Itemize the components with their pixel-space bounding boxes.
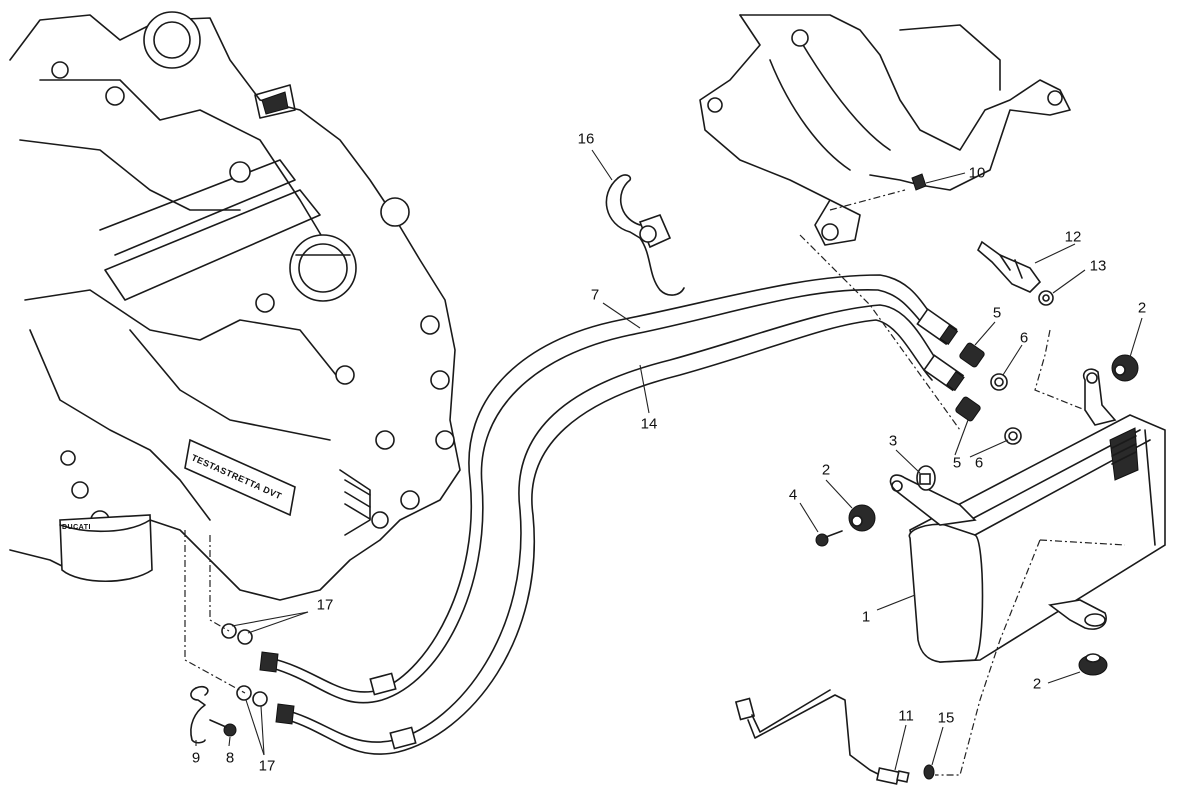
part-12-sensor bbox=[977, 240, 1054, 306]
callout-5: 5 bbox=[992, 304, 1002, 322]
callout-11: 11 bbox=[898, 707, 914, 725]
oil-hoses bbox=[259, 274, 965, 755]
callout-17: 17 bbox=[316, 596, 334, 614]
callout-16: 16 bbox=[577, 130, 595, 148]
callout-2: 2 bbox=[821, 461, 831, 479]
guide-line bbox=[1034, 329, 1086, 411]
callout-8: 8 bbox=[225, 749, 235, 767]
guide-line bbox=[829, 189, 906, 211]
callout-2: 2 bbox=[1032, 675, 1042, 693]
callout-15: 15 bbox=[937, 709, 955, 727]
callout-12: 12 bbox=[1064, 228, 1082, 246]
callout-6: 6 bbox=[974, 454, 984, 472]
callout-9: 9 bbox=[191, 749, 201, 767]
engine-block bbox=[9, 11, 461, 601]
engine-badge bbox=[184, 438, 296, 517]
callout-14: 14 bbox=[640, 415, 658, 433]
grommets-2 bbox=[848, 354, 1139, 676]
leader-lines bbox=[195, 149, 1143, 771]
part-10-clip bbox=[911, 173, 927, 191]
callout-10: 10 bbox=[968, 164, 986, 182]
callout-5: 5 bbox=[952, 454, 962, 472]
part-16-clip bbox=[605, 174, 685, 296]
callout-17: 17 bbox=[258, 757, 276, 775]
frame-section bbox=[699, 14, 1071, 246]
callout-1: 1 bbox=[861, 608, 871, 626]
callout-4: 4 bbox=[788, 486, 798, 504]
callout-6: 6 bbox=[1019, 329, 1029, 347]
fittings-5-6 bbox=[955, 342, 1022, 445]
callout-3: 3 bbox=[888, 432, 898, 450]
part-3-4-hardware bbox=[815, 465, 936, 547]
oil-cooler bbox=[889, 368, 1166, 776]
part-11-sensor-cable bbox=[734, 689, 935, 785]
filter-badge-text: DUCATI bbox=[62, 524, 91, 531]
callout-13: 13 bbox=[1089, 257, 1107, 275]
callout-2: 2 bbox=[1137, 299, 1147, 317]
callout-7: 7 bbox=[590, 286, 600, 304]
left-hardware bbox=[184, 530, 268, 744]
guide-line bbox=[799, 234, 961, 431]
